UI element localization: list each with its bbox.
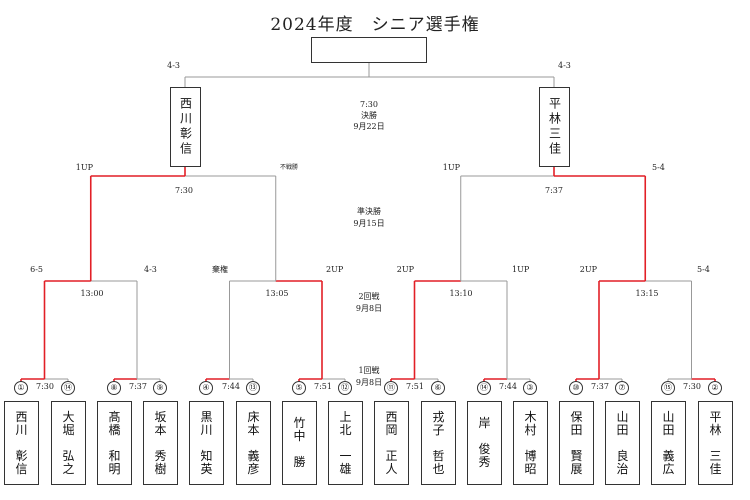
player-name: 上北 一雄	[339, 409, 352, 476]
player-seed: ⑦	[615, 381, 629, 395]
r1-round: 1回戦	[358, 366, 380, 375]
player-name: 髙橋 和明	[108, 409, 121, 476]
player-box: 上北 一雄	[328, 401, 363, 485]
player-box: 戎子 哲也	[421, 401, 456, 485]
player-name: 西岡 正人	[385, 409, 398, 476]
finalist-right: 平林三佳	[539, 87, 570, 167]
page-title: 2024年度 シニア選手権	[270, 15, 480, 35]
r2-m2-left-result: 棄権	[212, 265, 228, 274]
r2-m3-time: 13:10	[449, 289, 473, 298]
player-seed: ⑭	[61, 381, 75, 395]
r2-date: 9月8日	[355, 304, 383, 313]
player-name: 坂本 秀樹	[154, 409, 167, 476]
player-name: 木村 博昭	[524, 409, 537, 476]
player-seed: ⑫	[338, 381, 352, 395]
final-time: 7:30	[360, 100, 378, 109]
player-name: 竹中 勝	[293, 416, 306, 469]
player-name: 保田 賢展	[570, 409, 583, 476]
semi-round: 準決勝	[357, 207, 381, 216]
player-seed: ①	[14, 381, 28, 395]
player-seed: ⑪	[384, 381, 398, 395]
r2-m2-right-result: 2UP	[326, 265, 344, 274]
player-name: 西川 彰信	[15, 409, 28, 476]
player-name: 山田 義広	[662, 409, 675, 476]
r2-m3-right-result: 1UP	[512, 265, 530, 274]
finalist-right-name: 平林三佳	[547, 97, 562, 157]
player-box: 岸 俊秀	[467, 401, 502, 485]
champion-box	[311, 37, 427, 63]
r2-m4-time: 13:15	[635, 289, 659, 298]
player-name: 平林 三佳	[709, 409, 722, 476]
player-box: 髙橋 和明	[97, 401, 132, 485]
r2-round: 2回戦	[358, 292, 380, 301]
player-name: 山田 良治	[616, 409, 629, 476]
player-seed: ⑩	[569, 381, 583, 395]
r2-m4-left-result: 2UP	[579, 265, 597, 274]
semi-left-top-result: 1UP	[75, 163, 93, 172]
player-box: 平林 三佳	[698, 401, 733, 485]
r1-date: 9月8日	[355, 378, 383, 387]
semi-right-top-result: 1UP	[442, 163, 460, 172]
semi-left-bottom-result: 不戦勝	[280, 164, 299, 171]
final-right-score: 4-3	[558, 61, 571, 70]
player-box: 黒川 知英	[189, 401, 224, 485]
player-box: 大堀 弘之	[51, 401, 86, 485]
r1-m1-time: 7:30	[36, 382, 54, 391]
player-seed: ⑬	[246, 381, 260, 395]
player-box: 西岡 正人	[374, 401, 409, 485]
player-name: 床本 義彦	[247, 409, 260, 476]
player-box: 山田 義広	[651, 401, 686, 485]
r2-m1-left-result: 6-5	[30, 265, 43, 274]
r2-m1-time: 13:00	[80, 289, 104, 298]
semi-right-time: 7:37	[545, 186, 563, 195]
semi-date: 9月15日	[353, 219, 385, 228]
r1-m6-time: 7:44	[499, 382, 517, 391]
semi-left-time: 7:30	[175, 186, 193, 195]
r1-m5-time: 7:51	[406, 382, 424, 391]
player-seed: ③	[523, 381, 537, 395]
player-name: 戎子 哲也	[432, 409, 445, 476]
player-box: 山田 良治	[605, 401, 640, 485]
player-box: 坂本 秀樹	[143, 401, 178, 485]
r1-m3-time: 7:44	[222, 382, 240, 391]
r1-m2-time: 7:37	[129, 382, 147, 391]
finalist-left-name: 西川彰信	[178, 97, 193, 157]
player-box: 竹中 勝	[282, 401, 317, 485]
r2-m2-time: 13:05	[265, 289, 289, 298]
r2-m3-left-result: 2UP	[396, 265, 414, 274]
player-box: 西川 彰信	[4, 401, 39, 485]
r1-m8-time: 7:30	[683, 382, 701, 391]
player-seed: ②	[708, 381, 722, 395]
player-seed: ⑥	[431, 381, 445, 395]
player-name: 大堀 弘之	[62, 409, 75, 476]
r2-m1-right-result: 4-3	[144, 265, 157, 274]
player-box: 木村 博昭	[513, 401, 548, 485]
final-date: 9月22日	[353, 122, 385, 131]
player-seed: ④	[199, 381, 213, 395]
player-seed: ⑧	[107, 381, 121, 395]
r1-m4-time: 7:51	[314, 382, 332, 391]
final-left-score: 4-3	[167, 61, 180, 70]
player-name: 岸 俊秀	[478, 416, 491, 469]
player-seed: ⑨	[153, 381, 167, 395]
finalist-left: 西川彰信	[170, 87, 201, 167]
player-box: 保田 賢展	[559, 401, 594, 485]
player-seed: ⑤	[292, 381, 306, 395]
player-seed: ⑭	[477, 381, 491, 395]
player-box: 床本 義彦	[236, 401, 271, 485]
final-round: 決勝	[361, 111, 377, 120]
player-seed: ⑮	[661, 381, 675, 395]
r1-m7-time: 7:37	[591, 382, 609, 391]
r2-m4-right-result: 5-4	[697, 265, 710, 274]
semi-right-bottom-result: 5-4	[652, 163, 665, 172]
player-name: 黒川 知英	[200, 409, 213, 476]
